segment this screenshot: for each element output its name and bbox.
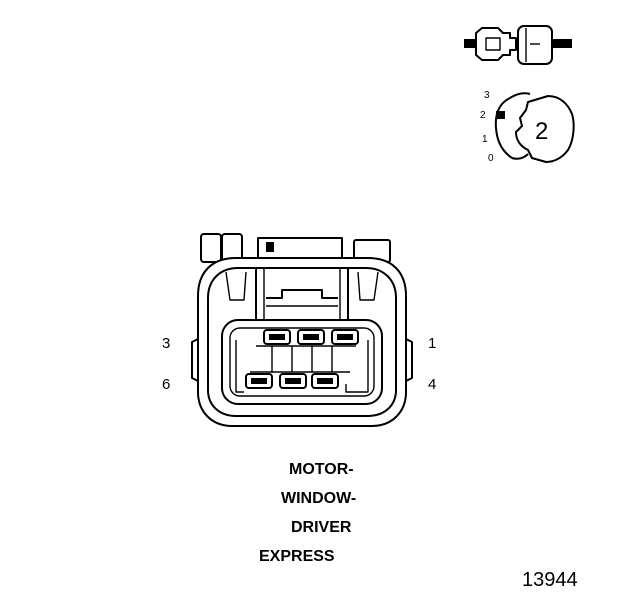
caption-line-4: EXPRESS (259, 548, 335, 565)
terminal-pin-5 (279, 373, 307, 389)
terminal-pin-4 (311, 373, 339, 389)
terminal-pin-1 (331, 329, 359, 345)
side-view-wire-right (552, 39, 572, 48)
caption-line-2: WINDOW- (281, 490, 356, 507)
key-number: 2 (535, 118, 548, 145)
terminal-pin-3 (263, 329, 291, 345)
housing-inner-wall (207, 267, 397, 417)
caption-line-3: DRIVER (291, 519, 352, 536)
pin-label-4: 4 (428, 376, 436, 393)
side-view-housing (517, 25, 553, 65)
position-label-0: 0 (488, 153, 494, 164)
position-label-1: 1 (482, 134, 488, 145)
key-shape (515, 95, 575, 163)
pin-label-6: 6 (162, 376, 170, 393)
side-ear-right (403, 337, 413, 383)
side-view-wire-left (464, 39, 476, 48)
connector-side-view (464, 25, 572, 65)
terminal-face-inner (229, 327, 375, 397)
pin-label-1: 1 (428, 335, 436, 352)
side-view-plug-body (475, 27, 517, 61)
connector-face-view: 3 1 6 4 (162, 233, 436, 427)
terminal-row-top (263, 329, 359, 345)
terminal-pin-2 (297, 329, 325, 345)
caption-line-1: MOTOR- (289, 461, 354, 478)
key-position-view: 3 2 1 0 2 (480, 90, 575, 164)
side-view-latch (485, 37, 501, 51)
position-label-2: 2 (480, 110, 486, 121)
position-marker (496, 111, 505, 119)
pin-label-3: 3 (162, 335, 170, 352)
terminal-pin-6 (245, 373, 273, 389)
figure-number: 13944 (522, 569, 578, 591)
connector-caption: MOTOR- WINDOW- DRIVER EXPRESS (259, 461, 356, 565)
terminal-row-bottom (245, 373, 339, 389)
key-housing-arc (494, 97, 513, 159)
top-tab-left-1 (200, 233, 222, 263)
position-label-3: 3 (484, 90, 490, 101)
side-ear-left (191, 337, 201, 383)
